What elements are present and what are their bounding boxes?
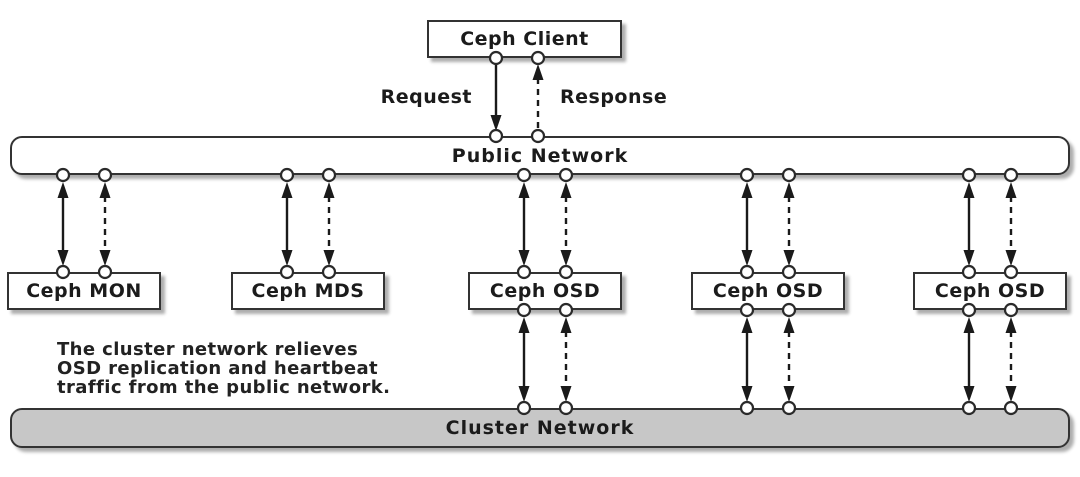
arrowhead-up	[1005, 182, 1017, 198]
note-line-1: The cluster network relieves	[57, 339, 359, 360]
arrowhead-down	[741, 386, 753, 402]
arrowhead-down	[560, 386, 572, 402]
arrowhead-up	[963, 317, 975, 333]
arrowhead-up	[963, 182, 975, 198]
arrowhead-down	[518, 250, 530, 266]
arrowhead-up	[741, 182, 753, 198]
node-ceph-mon: Ceph MON	[7, 272, 161, 310]
public-network-label: Public Network	[451, 144, 629, 167]
node-ceph-osd-3: Ceph OSD	[913, 272, 1067, 310]
arrowhead-down	[1005, 386, 1017, 402]
node-ceph-osd-2-label: Ceph OSD	[712, 280, 824, 302]
arrowhead-down	[323, 250, 335, 266]
arrowhead-down	[518, 386, 530, 402]
request-label: Request	[380, 86, 472, 108]
node-ceph-osd-1: Ceph OSD	[468, 272, 622, 310]
arrowhead-down	[963, 386, 975, 402]
arrowhead-up	[783, 182, 795, 198]
arrowhead-up	[532, 64, 544, 80]
cluster-network-label: Cluster Network	[445, 417, 635, 439]
arrowhead-up	[518, 182, 530, 198]
node-ceph-client: Ceph Client	[427, 20, 622, 58]
node-ceph-mon-label: Ceph MON	[26, 280, 142, 302]
arrowhead-up	[323, 182, 335, 198]
arrowhead-up	[518, 317, 530, 333]
cluster-network-bar: Cluster Network	[10, 408, 1070, 448]
node-ceph-mds: Ceph MDS	[231, 272, 385, 310]
note-line-3: traffic from the public network.	[57, 377, 391, 398]
arrowhead-down	[741, 250, 753, 266]
node-ceph-osd-2: Ceph OSD	[691, 272, 845, 310]
arrowhead-down	[281, 250, 293, 266]
public-network-bar: Public Network	[10, 136, 1070, 175]
node-ceph-client-label: Ceph Client	[460, 28, 589, 50]
arrowhead-up	[741, 317, 753, 333]
cluster-network-note: The cluster network relieves OSD replica…	[57, 340, 390, 397]
arrowhead-down	[560, 250, 572, 266]
node-ceph-osd-3-label: Ceph OSD	[934, 280, 1046, 302]
note-line-2: OSD replication and heartbeat	[57, 358, 379, 379]
arrowhead-down	[57, 250, 69, 266]
arrowhead-down	[783, 386, 795, 402]
node-ceph-mds-label: Ceph MDS	[251, 280, 365, 302]
arrowhead-up	[560, 182, 572, 198]
arrowhead-up	[1005, 317, 1017, 333]
arrowhead-down	[490, 115, 502, 131]
arrowhead-up	[560, 317, 572, 333]
arrowhead-up	[281, 182, 293, 198]
arrowhead-up	[99, 182, 111, 198]
arrowhead-up	[57, 182, 69, 198]
arrowhead-down	[963, 250, 975, 266]
arrowhead-down	[99, 250, 111, 266]
node-ceph-osd-1-label: Ceph OSD	[489, 280, 601, 302]
arrowhead-down	[1005, 250, 1017, 266]
arrowhead-up	[783, 317, 795, 333]
response-label: Response	[560, 86, 668, 108]
arrowhead-down	[783, 250, 795, 266]
